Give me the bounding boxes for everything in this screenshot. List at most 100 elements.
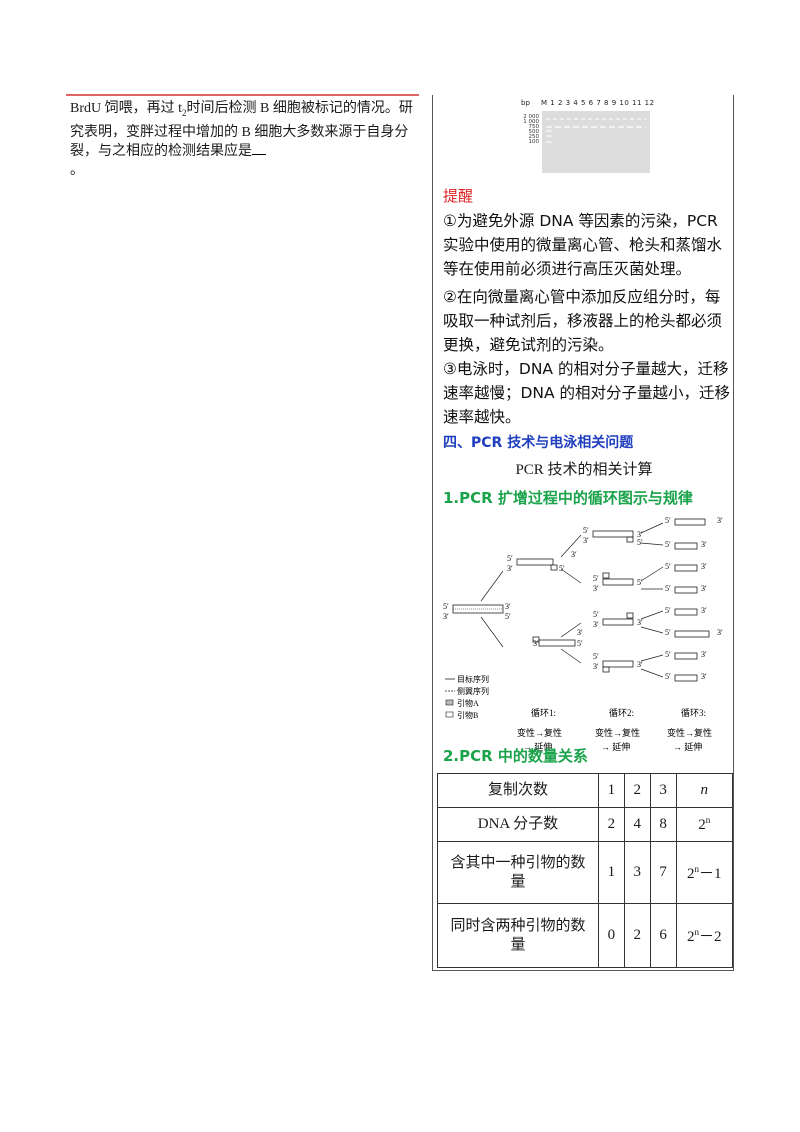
svg-text:3′: 3′ (583, 536, 589, 545)
table-cell: 6 (649, 903, 677, 968)
legend-primer-b: 引物B (457, 710, 478, 720)
gel-unit: bp (521, 99, 530, 107)
cycle3-step1: 变性→复性 (667, 727, 712, 738)
svg-text:3′: 3′ (701, 606, 707, 615)
table-cell: 2n (675, 807, 734, 842)
svg-text:3′: 3′ (533, 639, 539, 648)
gel-marker: 750 (528, 124, 540, 130)
table-cell: 4 (623, 807, 651, 842)
dna-start: 5′3′ 3′5′ (443, 602, 511, 621)
section-subtitle: PCR 技术的相关计算 (515, 462, 653, 478)
svg-text:3′: 3′ (443, 612, 449, 621)
svg-text:5′: 5′ (665, 562, 671, 571)
row-label: DNA 分子数 (437, 807, 599, 842)
question-text: BrdU 饲喂，再过 t2时间后检测 B 细胞被标记的情况。研 究表明，变胖过程… (70, 99, 422, 180)
cell-rest: －1 (699, 866, 722, 882)
cycle1-step2: → 延伸 (523, 741, 552, 752)
svg-text:3′: 3′ (701, 672, 707, 681)
svg-text:3′: 3′ (593, 620, 599, 629)
cycle1-strands: 5′3′ 5′3′ 3′ 5′3′ (507, 550, 583, 648)
quantity-table: 复制次数 1 2 3 n DNA 分子数 2 4 8 2n 含其中一种引物的数量… (437, 773, 734, 968)
cycle3-arrows (640, 522, 664, 678)
svg-text:3′: 3′ (701, 584, 707, 593)
svg-text:3′: 3′ (701, 562, 707, 571)
svg-text:5′: 5′ (637, 538, 643, 547)
table-cell: 2n－2 (675, 903, 734, 968)
svg-text:3′: 3′ (637, 618, 643, 627)
cell-base: 2 (698, 817, 706, 833)
svg-text:3′: 3′ (507, 564, 513, 573)
cell-value: n (700, 782, 709, 798)
part2-heading: 2.PCR 中的数量关系 (443, 747, 588, 765)
table-cell: n (675, 773, 734, 808)
table-cell: 8 (649, 807, 677, 842)
svg-text:5′: 5′ (507, 554, 513, 563)
svg-text:3′: 3′ (593, 662, 599, 671)
cycle3-strands: 5′3′ 5′3′ 5′3′ 5′3′ 5′3′ 5′3′ 5′3′ 5′3′ (665, 516, 723, 682)
question-end: 。 (70, 162, 84, 178)
table-cell: 2 (623, 903, 651, 968)
table-cell: 3 (623, 841, 651, 904)
svg-text:5′: 5′ (665, 584, 671, 593)
cell-sup: n (705, 815, 711, 825)
cycle2-label: 循环2: (609, 707, 634, 718)
svg-text:5′: 5′ (665, 672, 671, 681)
gel-marker: 100 (528, 139, 540, 145)
svg-text:3′: 3′ (593, 584, 599, 593)
cycle3-label: 循环3: (681, 707, 706, 718)
pcr-cycle-diagram: 5′3′ 3′5′ 5′3′ 5′3′ 3′ 5′3′ 5′3′ (443, 516, 723, 752)
cycle-labels: 循环1: 变性→复性 → 延伸 循环2: 变性→复性 → 延伸 循环3: 变性→… (517, 707, 712, 752)
diagram-legend: 目标序列 侧翼序列 引物A 引物B (445, 674, 489, 720)
svg-text:3′: 3′ (637, 660, 643, 669)
svg-text:5′: 5′ (577, 639, 583, 648)
svg-text:3′: 3′ (637, 530, 643, 539)
svg-text:3′: 3′ (717, 516, 723, 525)
table-row: 同时含两种引物的数量 0 2 6 2n－2 (437, 903, 734, 968)
svg-text:5′: 5′ (559, 564, 565, 573)
cell-base: 2 (687, 866, 695, 882)
legend-primer-a: 引物A (457, 698, 479, 708)
svg-text:3′: 3′ (701, 650, 707, 659)
table-cell: 0 (597, 903, 625, 968)
svg-text:5′: 5′ (665, 650, 671, 659)
cycle2-step2: → 延伸 (601, 741, 630, 752)
svg-text:5′: 5′ (593, 574, 599, 583)
gel-box (542, 111, 650, 173)
question-line-2: 究表明，变胖过程中增加的 B 细胞大多数来源于自身分 (70, 124, 409, 140)
question-line-1: BrdU 饲喂，再过 t (70, 101, 182, 116)
subscript: 2 (182, 107, 187, 118)
cycle3-step2: → 延伸 (673, 741, 702, 752)
cycle2-step1: 变性→复性 (595, 727, 640, 738)
svg-text:3′: 3′ (577, 628, 583, 637)
row-label: 同时含两种引物的数量 (437, 903, 599, 968)
gel-markers: 2 000 1 000 750 500 250 100 (521, 114, 540, 145)
cell-rest: －2 (699, 929, 722, 945)
svg-text:5′: 5′ (665, 516, 671, 525)
gel-marker: 1 000 (523, 119, 539, 125)
tip-title: 提醒 (443, 187, 474, 205)
cycle1-step1: 变性→复性 (517, 727, 562, 738)
legend-target: 目标序列 (457, 674, 489, 684)
table-cell: 2n－1 (675, 841, 734, 904)
table-row: 含其中一种引物的数量 1 3 7 2n－1 (437, 841, 734, 904)
row-label: 含其中一种引物的数量 (437, 841, 599, 904)
table-row: DNA 分子数 2 4 8 2n (437, 807, 734, 842)
gel-marker: 250 (528, 134, 540, 140)
svg-text:3′: 3′ (717, 628, 723, 637)
svg-text:5′: 5′ (583, 526, 589, 535)
tip-item-3: ③电泳时，DNA 的相对分子量越大，迁移速率越慢；DNA 的相对分子量越小，迁移… (443, 360, 731, 426)
cell-base: 2 (687, 929, 695, 945)
row-label: 复制次数 (437, 773, 599, 808)
svg-text:3′: 3′ (571, 550, 577, 559)
svg-text:5′: 5′ (443, 602, 449, 611)
svg-text:5′: 5′ (505, 612, 511, 621)
cycle2-strands: 5′3′ 3′5′ 5′3′ 5′ 5′3′ 3′ 5′3′ 3′ (583, 526, 643, 673)
svg-text:3′: 3′ (505, 602, 511, 611)
svg-text:3′: 3′ (701, 540, 707, 549)
gel-marker: 2 000 (523, 114, 539, 120)
part1-heading: 1.PCR 扩增过程中的循环图示与规律 (443, 489, 693, 507)
table-cell: 7 (649, 841, 677, 904)
cell-sup: n (694, 927, 700, 937)
top-divider (66, 94, 419, 96)
answer-blank[interactable] (252, 142, 266, 155)
